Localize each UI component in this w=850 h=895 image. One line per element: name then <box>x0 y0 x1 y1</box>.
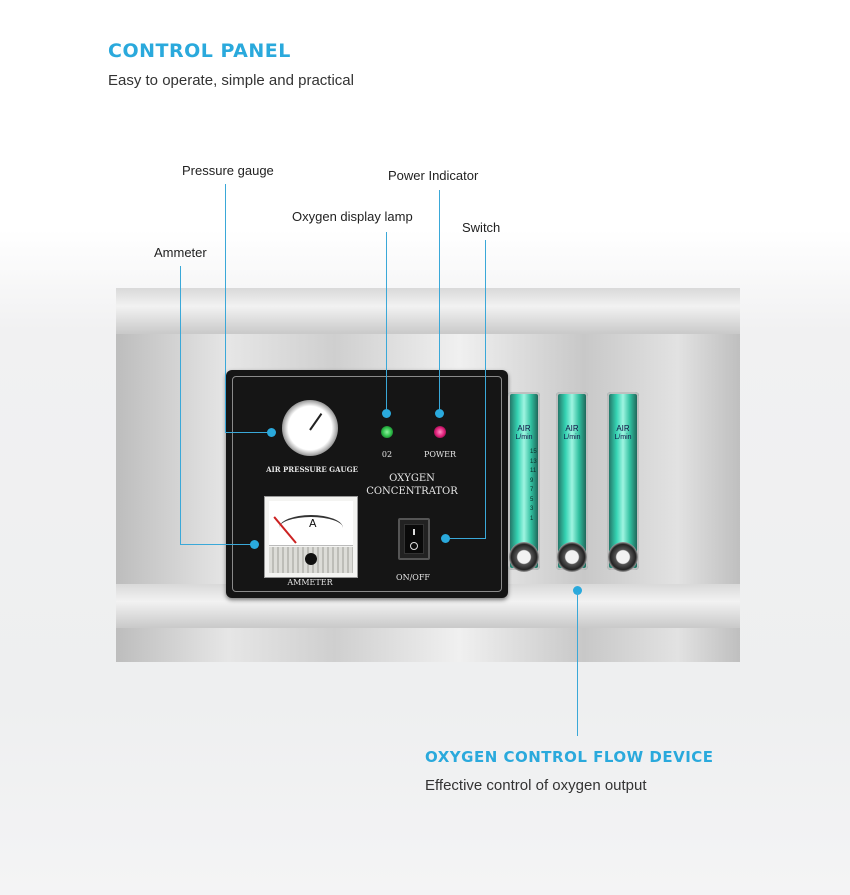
tube-label-air: AIR <box>565 424 579 433</box>
flowmeter-scale: 15 13 11 9 7 5 3 1 <box>530 448 542 524</box>
ammeter-dial: A <box>269 501 353 546</box>
ammeter-unit: A <box>309 517 317 530</box>
scale-mark: 9 <box>530 477 534 484</box>
flow-knob-1[interactable] <box>509 542 539 572</box>
power-label: POWER <box>423 450 457 459</box>
pressure-gauge-icon <box>282 400 338 456</box>
control-panel: AIR PRESSURE GAUGE 02 POWER OXYGEN CONCE… <box>226 370 508 598</box>
tube-label-unit: L/min <box>563 434 581 441</box>
callout-oxygen-lamp: Oxygen display lamp <box>292 209 413 224</box>
scale-mark: 5 <box>530 496 534 503</box>
callout-dot <box>267 428 276 437</box>
scale-mark: 11 <box>530 468 537 474</box>
leader-line <box>386 232 387 412</box>
leader-line <box>225 184 226 433</box>
flowmeter-tube-3[interactable]: AIR L/min <box>607 392 639 570</box>
tube-label-air: AIR <box>616 424 630 433</box>
power-switch[interactable] <box>398 518 430 560</box>
callout-dot <box>441 534 450 543</box>
leader-line <box>577 592 578 736</box>
power-lamp-icon <box>434 426 446 438</box>
ammeter-icon: A <box>264 496 358 578</box>
panel-title-line2: CONCENTRATOR <box>366 486 458 497</box>
page-title: CONTROL PANEL <box>108 40 291 62</box>
scale-mark: 13 <box>530 458 537 465</box>
callout-pressure-gauge: Pressure gauge <box>182 163 274 178</box>
plate-top-strip <box>116 288 740 334</box>
tube-label-unit: L/min <box>515 434 533 441</box>
gauge-label: AIR PRESSURE GAUGE <box>266 465 358 474</box>
tube-label-air: AIR <box>517 424 531 433</box>
o2-lamp-icon <box>381 426 393 438</box>
callout-dot <box>435 409 444 418</box>
callout-power-indicator: Power Indicator <box>388 168 479 183</box>
o2-label: 02 <box>381 450 393 459</box>
page-subtitle: Easy to operate, simple and practical <box>108 72 354 89</box>
panel-title-line1: OXYGEN <box>389 473 435 484</box>
flow-knob-3[interactable] <box>608 542 638 572</box>
callout-switch: Switch <box>462 220 501 235</box>
flowmeter-tube-1[interactable]: AIR L/min <box>508 392 540 570</box>
leader-line <box>225 432 271 433</box>
tube-label-unit: L/min <box>614 434 632 441</box>
callout-dot <box>573 586 582 595</box>
callout-dot <box>250 540 259 549</box>
callout-ammeter: Ammeter <box>154 245 207 260</box>
leader-line <box>439 190 440 412</box>
leader-line <box>180 266 181 544</box>
scale-mark: 1 <box>530 515 534 522</box>
ammeter-adjust-knob <box>305 553 317 565</box>
ammeter-label: AMMETER <box>287 578 333 587</box>
scale-mark: 15 <box>530 449 537 455</box>
leader-line <box>180 544 254 545</box>
scale-mark: 7 <box>530 487 534 493</box>
leader-line <box>485 240 486 538</box>
switch-label: ON/OFF <box>396 573 430 582</box>
callout-dot <box>382 409 391 418</box>
flow-knob-2[interactable] <box>557 542 587 572</box>
flowmeter-tube-2[interactable]: AIR L/min <box>556 392 588 570</box>
flow-device-title: OXYGEN CONTROL FLOW DEVICE <box>425 748 714 766</box>
leader-line <box>447 538 486 539</box>
flow-device-subtitle: Effective control of oxygen output <box>425 777 647 794</box>
scale-mark: 3 <box>530 506 534 512</box>
ammeter-base <box>269 547 353 573</box>
panel-border <box>232 376 502 592</box>
